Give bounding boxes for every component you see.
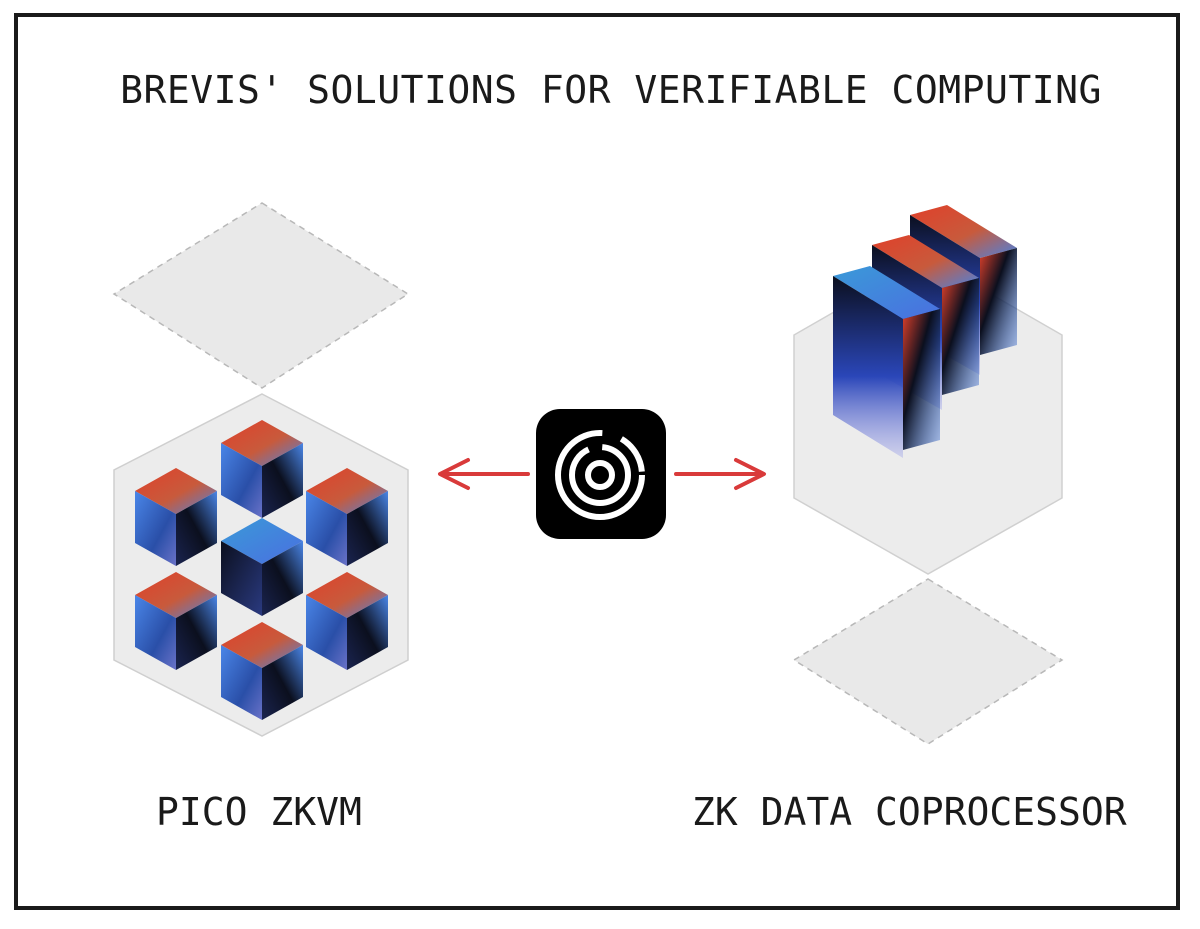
pico-zkvm-label: PICO ZKVM [156,790,362,834]
left-dashed-plate [112,202,410,389]
coprocessor-slabs [833,205,1017,458]
arrow-right-icon [674,458,766,490]
cube-lower-left [135,572,217,670]
slab-front [833,266,940,458]
diagram-frame [14,13,1180,910]
cube-bottom [221,622,303,720]
cube-center [221,518,303,616]
cube-top [221,420,303,518]
diagram-title: BREVIS' SOLUTIONS FOR VERIFIABLE COMPUTI… [120,68,1102,112]
right-dashed-plate [792,578,1064,745]
cube-upper-right [306,468,388,566]
cube-upper-left [135,468,217,566]
pico-cube-cluster [135,420,388,720]
cube-lower-right [306,572,388,670]
zk-data-coprocessor-label: ZK DATA COPROCESSOR [692,790,1127,834]
brevis-logo-icon [536,409,666,539]
arrow-left-icon [438,458,530,490]
